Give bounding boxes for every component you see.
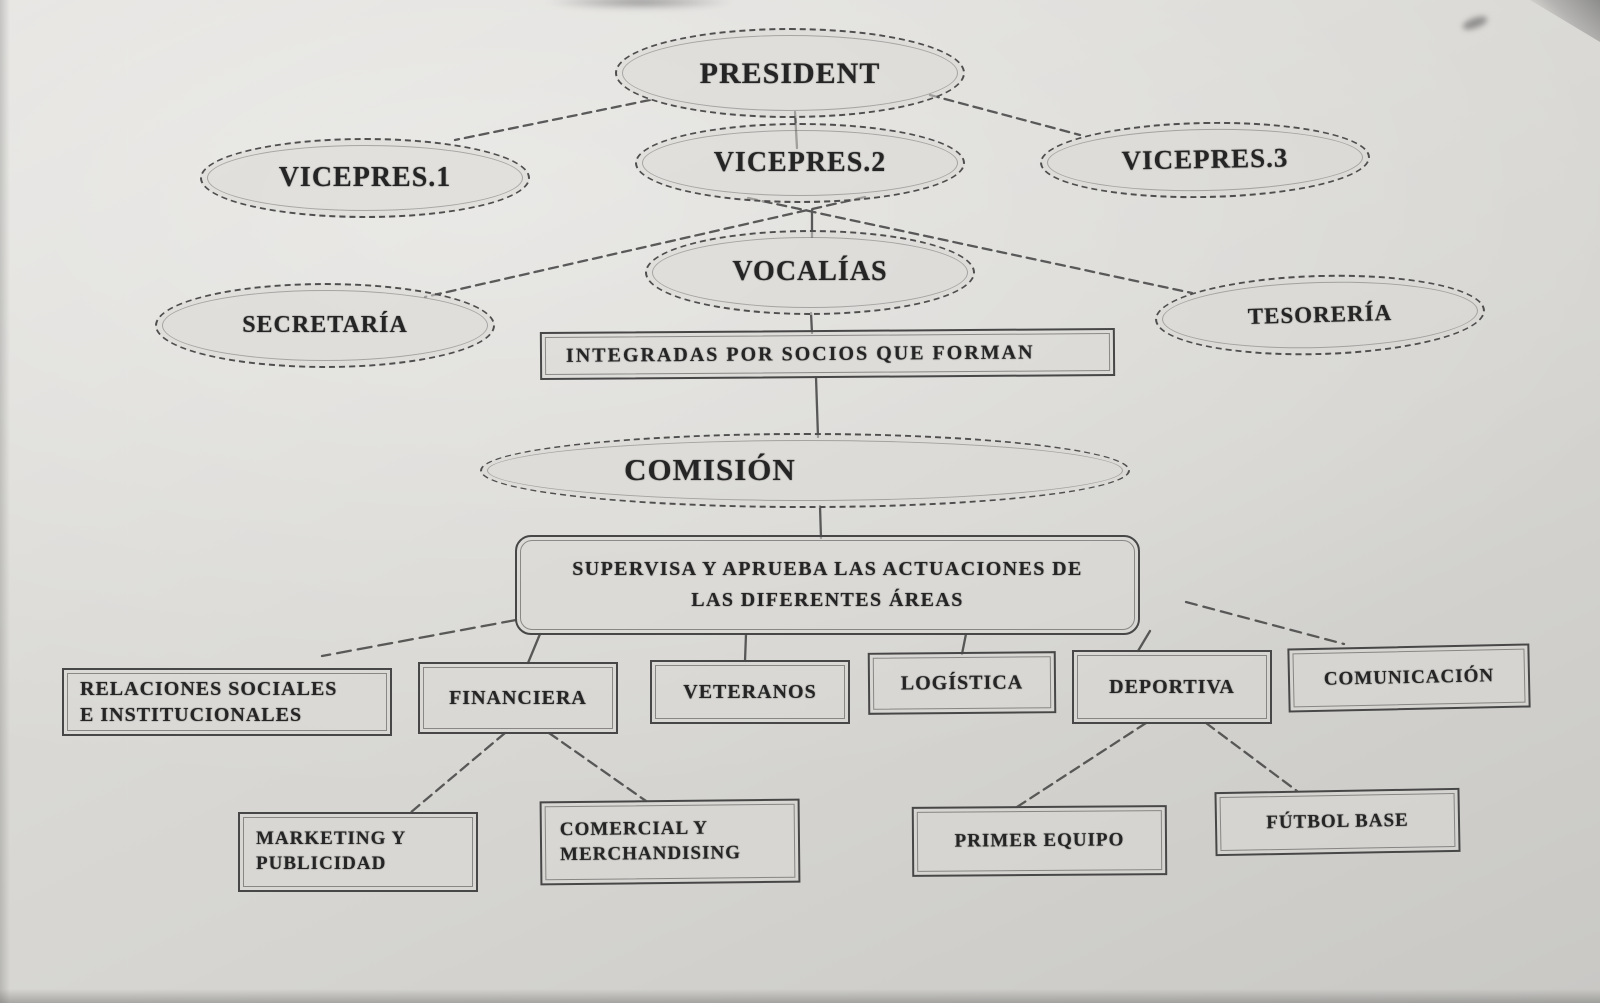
node-logistica: LOGÍSTICA [867,651,1057,715]
edge-comision-supervisa [818,504,823,540]
node-comunicacion-label: COMUNICACIÓN [1323,664,1495,690]
node-relaciones-label: RELACIONES SOCIALES E INSTITUCIONALES [80,678,338,726]
edge-deportiva-futbol-base [1204,721,1299,793]
edge-president-vicepres1 [453,98,652,142]
node-relaciones: RELACIONES SOCIALES E INSTITUCIONALES [62,668,392,736]
node-vicepres1-label: VICEPRES.1 [278,161,452,193]
edge-supervisa-logistica [960,632,968,656]
edge-president-vicepres3 [928,93,1082,137]
photo-left-shadow [0,0,10,1003]
node-primer-equipo-label: PRIMER EQUIPO [954,829,1125,852]
ink-smudge-top [545,0,735,10]
node-secretaria-label: SECRETARÍA [242,311,408,338]
node-marketing: MARKETING Y PUBLICIDAD [238,812,478,892]
node-comercial: COMERCIAL Y MERCHANDISING [539,798,801,886]
node-president-label: PRESIDENT [699,56,881,90]
node-financiera-label: FINANCIERA [449,687,587,709]
node-veteranos-label: VETERANOS [683,681,817,703]
node-comision: COMISIÓN [480,433,1130,508]
node-veteranos: VETERANOS [650,660,850,724]
node-comunicacion: COMUNICACIÓN [1287,643,1531,713]
node-integradas-label: INTEGRADAS POR SOCIOS QUE FORMAN [565,341,1035,367]
edge-vicepres2-secretaria [423,195,867,299]
node-tesoreria-label: TESORERÍA [1247,300,1393,330]
edge-integradas-comision [814,375,820,439]
edge-supervisa-financiera [526,632,542,665]
node-president: PRESIDENT [615,28,965,118]
edge-vicepres2-tesoreria [746,196,1194,295]
node-vocalias: VOCALÍAS [645,230,975,315]
node-integradas: INTEGRADAS POR SOCIOS QUE FORMAN [539,327,1116,381]
node-supervisa: SUPERVISA Y APRUEBA LAS ACTUACIONES DE L… [515,535,1140,635]
node-futbol-base: FÚTBOL BASE [1214,787,1461,857]
node-vicepres2-label: VICEPRES.2 [713,146,887,178]
node-vicepres2: VICEPRES.2 [635,123,965,203]
node-marketing-label: MARKETING Y PUBLICIDAD [256,828,407,874]
edge-financiera-marketing [408,731,507,815]
node-comision-label: COMISIÓN [624,452,796,488]
edge-deportiva-primer-equipo [1015,721,1148,809]
node-comercial-label: COMERCIAL Y MERCHANDISING [559,817,742,866]
photo-bottom-shadow [0,989,1600,1003]
edge-supervisa-veteranos [743,632,748,663]
edge-financiera-comercial [547,731,648,803]
edge-supervisa-deportiva [1136,629,1152,653]
node-secretaria: SECRETARÍA [155,283,495,368]
node-vicepres1: VICEPRES.1 [200,138,530,218]
node-logistica-label: LOGÍSTICA [900,671,1024,695]
node-vicepres3-label: VICEPRES.3 [1121,143,1289,176]
node-deportiva-label: DEPORTIVA [1109,676,1235,698]
node-vocalias-label: VOCALÍAS [732,256,888,288]
node-futbol-base-label: FÚTBOL BASE [1266,809,1409,833]
edge-supervisa-relaciones [320,618,518,658]
node-supervisa-label: SUPERVISA Y APRUEBA LAS ACTUACIONES DE L… [572,558,1083,611]
node-deportiva: DEPORTIVA [1072,650,1272,724]
node-financiera: FINANCIERA [418,662,618,734]
node-primer-equipo: PRIMER EQUIPO [911,805,1168,877]
edge-supervisa-comunicacion [1184,600,1346,646]
